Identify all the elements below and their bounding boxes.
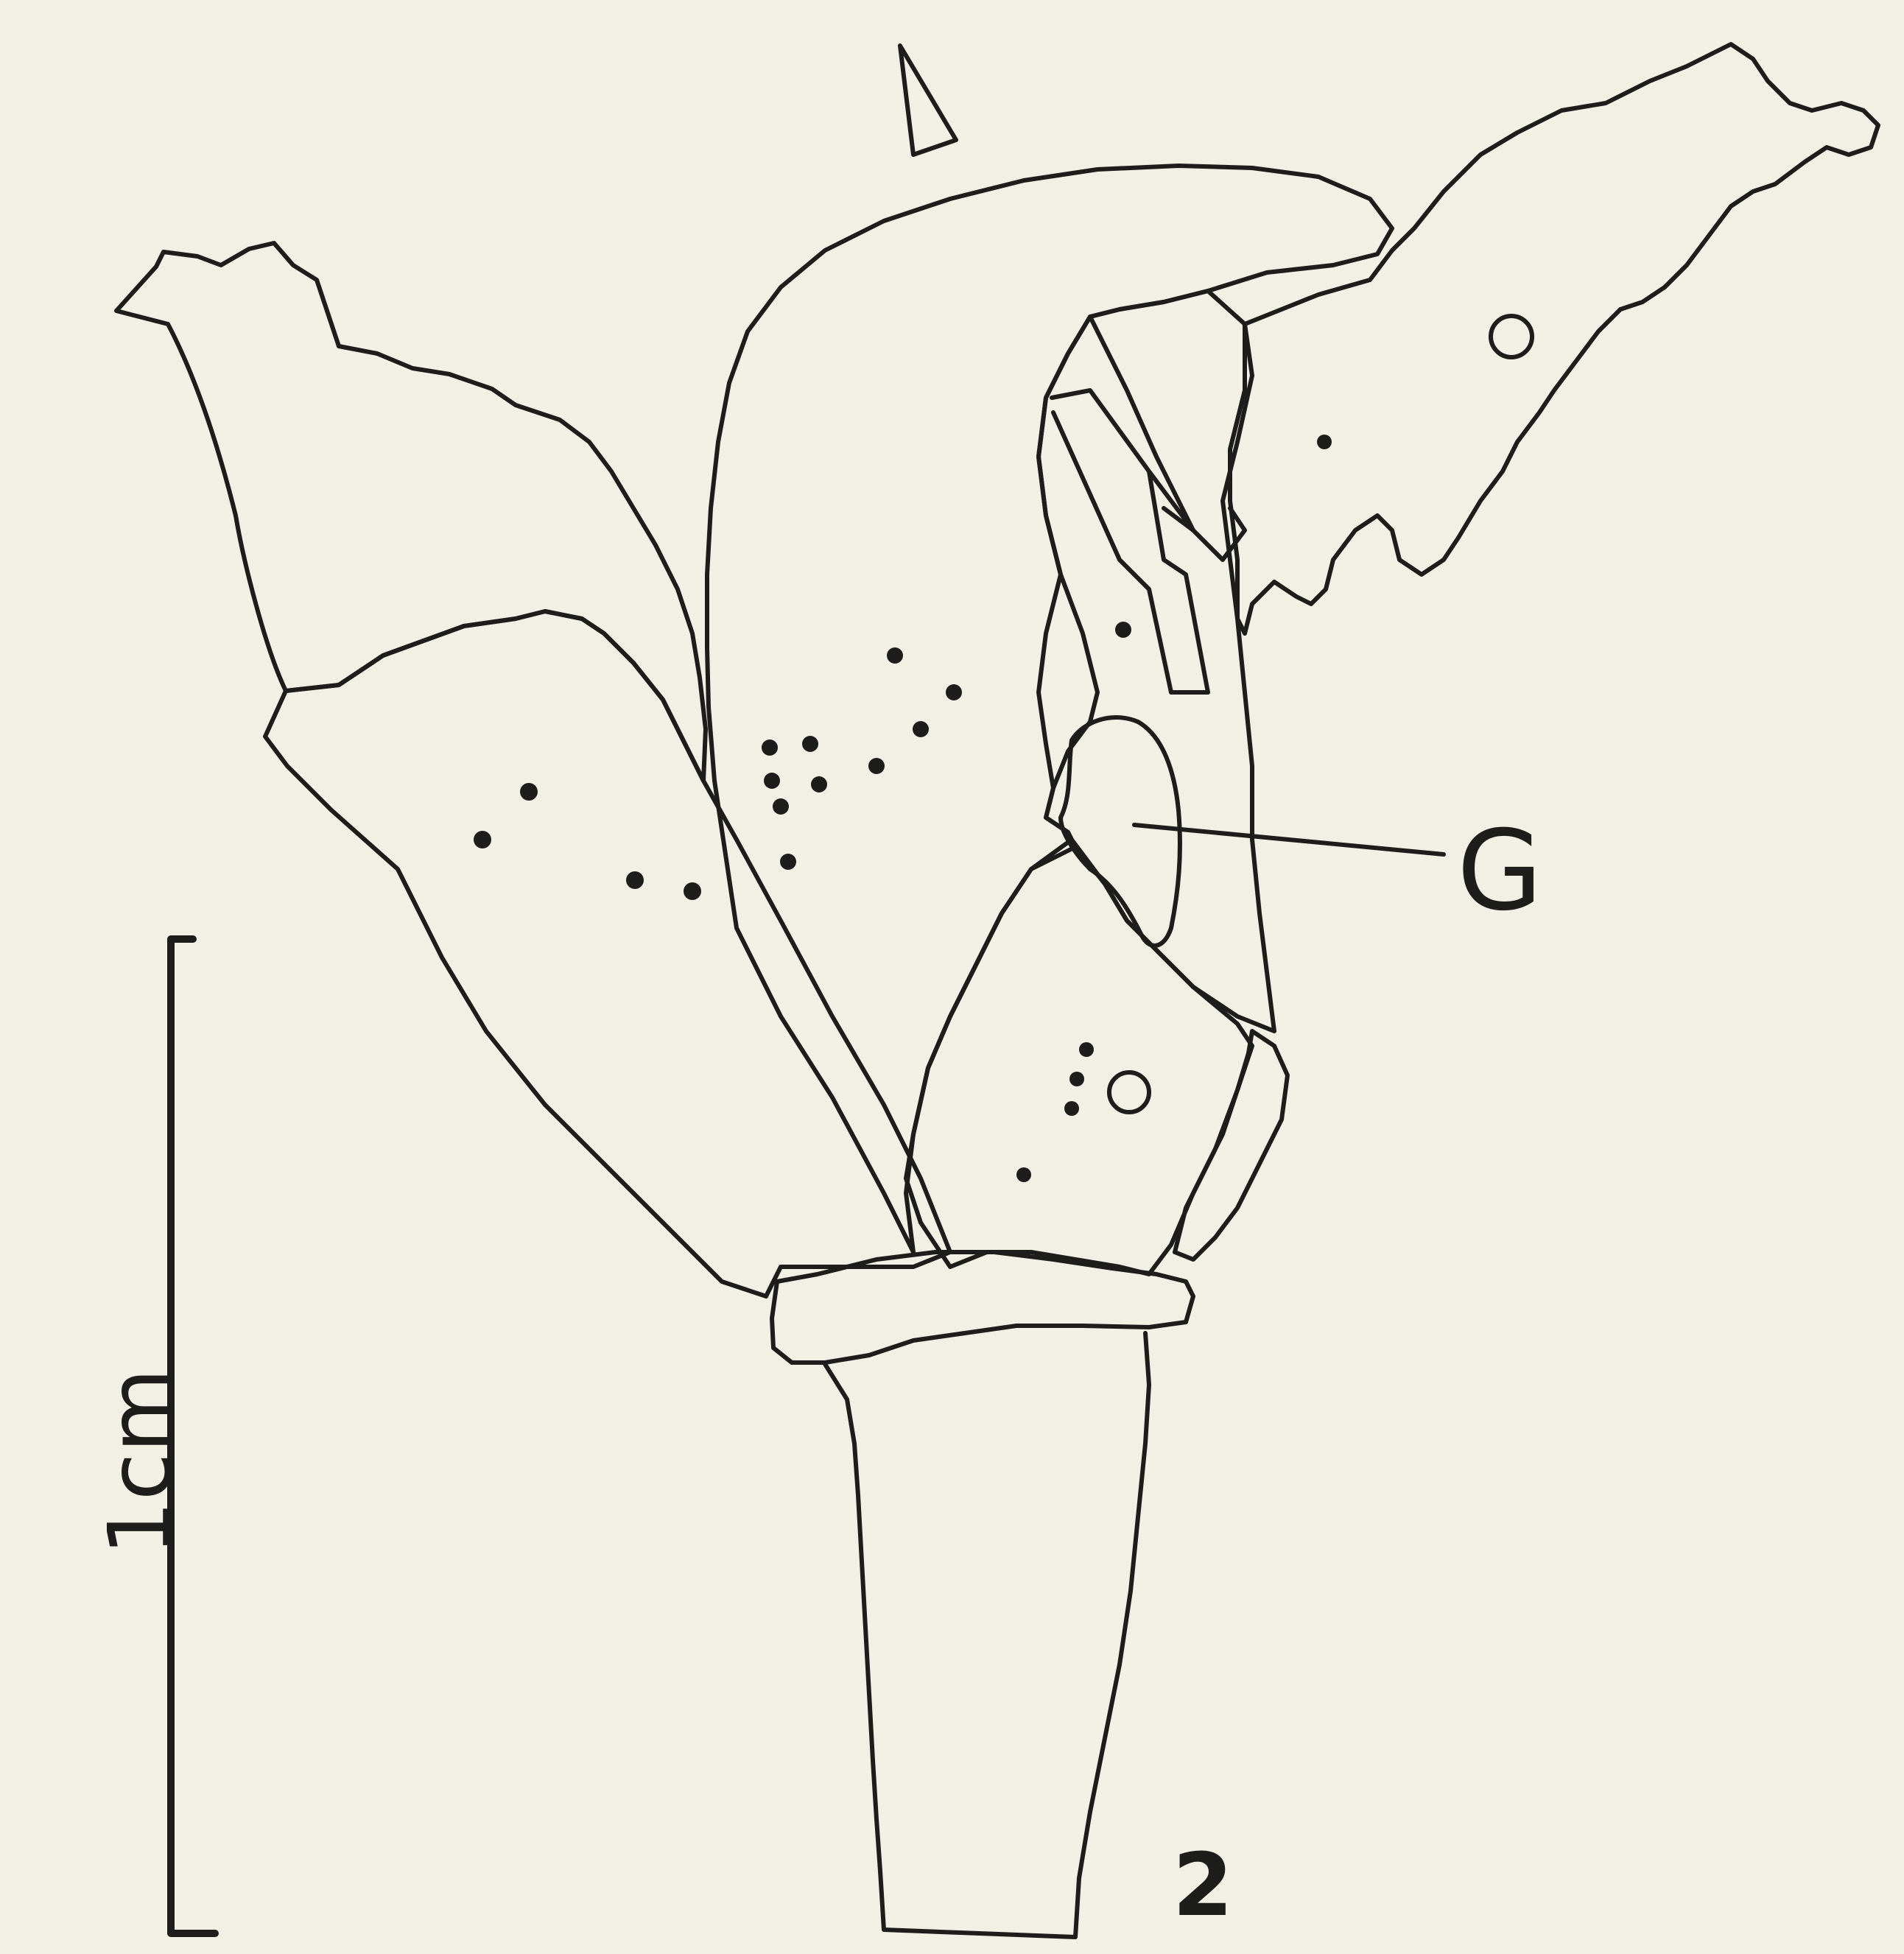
stipple-dot: [1016, 1167, 1031, 1182]
stalk: [825, 1333, 1149, 1937]
stipple-dot: [1064, 1101, 1079, 1116]
stipple-dot: [1069, 1072, 1084, 1086]
right-narrow-segment: [1175, 1031, 1288, 1259]
lower-sepal: [906, 840, 1252, 1274]
scale-bar-label: 1cm: [96, 1368, 183, 1556]
collar-band: [772, 1252, 1193, 1363]
upper-hood: [707, 166, 1392, 1252]
stipple-dot: [887, 647, 903, 664]
stipple-dot: [1115, 622, 1131, 638]
right-petal: [1230, 44, 1878, 633]
stipple-dot: [764, 773, 780, 789]
stipple-dot: [1079, 1042, 1094, 1057]
left-sepal: [265, 611, 950, 1296]
stipple-dot: [773, 798, 789, 815]
ring-marker: [1491, 316, 1532, 357]
left-petal-tip: [116, 243, 706, 781]
stipple-dot: [802, 736, 818, 752]
stipple-dot: [762, 739, 778, 756]
stipple-dot: [868, 758, 885, 774]
stipple-dot: [1317, 435, 1332, 449]
stipple-dot: [474, 831, 491, 848]
ring-marker: [1109, 1072, 1149, 1112]
stipple-dot: [626, 871, 644, 889]
stipple-dot: [780, 854, 796, 870]
inner-spur-line: [1090, 317, 1193, 530]
stipple-dot: [520, 783, 538, 801]
stipple-dot: [811, 776, 827, 793]
stipple-dot: [913, 721, 929, 737]
figure-number: 2: [1173, 1841, 1233, 1928]
stipple-dot: [684, 882, 701, 900]
inner-lip: [1039, 291, 1274, 1031]
gland-label: G: [1457, 816, 1542, 927]
direction-arrowhead: [900, 46, 956, 155]
stipple-dot: [946, 684, 962, 700]
